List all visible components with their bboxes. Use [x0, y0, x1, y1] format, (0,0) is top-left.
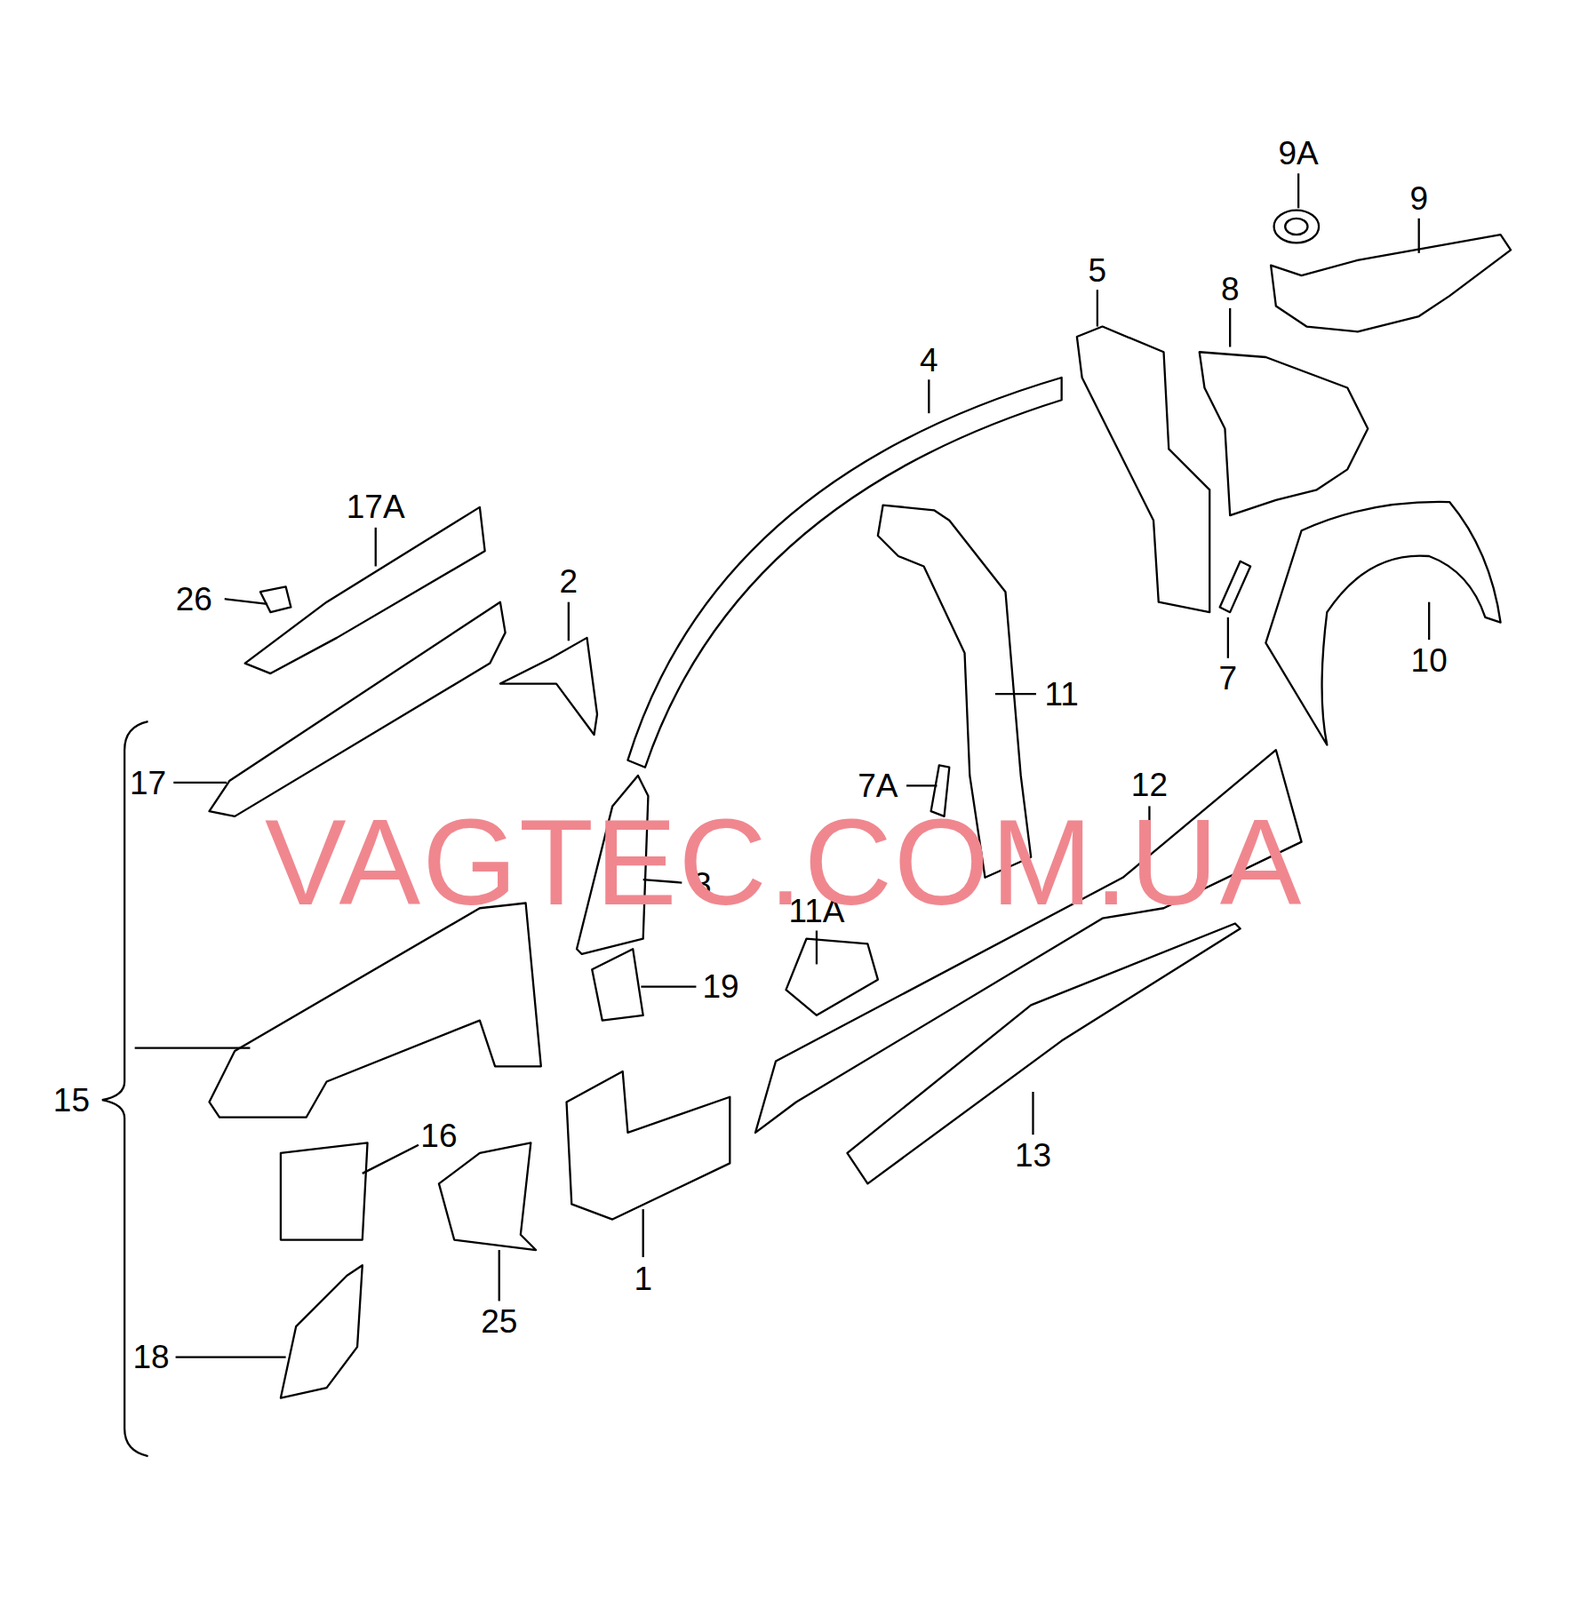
callout-number: 7A: [857, 769, 898, 803]
callout-number: 10: [1411, 644, 1448, 678]
callout-number: 4: [919, 343, 939, 377]
callout-number: 5: [1088, 254, 1108, 288]
callout-number: 25: [480, 1305, 518, 1339]
callout-number: 19: [702, 970, 739, 1004]
callout-number: 1: [633, 1262, 653, 1296]
callout-number: 9A: [1278, 136, 1319, 170]
callout-number: 17A: [346, 490, 406, 524]
callout-number: 26: [175, 582, 213, 616]
callout-number: 15: [53, 1084, 90, 1118]
callout-number: 12: [1131, 768, 1168, 802]
callout-number: 18: [132, 1340, 169, 1374]
callout-number: 11: [1044, 678, 1078, 711]
callout-number: 13: [1014, 1139, 1052, 1173]
callout-number: 9: [1409, 182, 1429, 216]
callout-number: 8: [1220, 272, 1240, 306]
watermark: VAGTEC.COM.UA: [264, 801, 1303, 924]
callout-number: 17: [129, 766, 167, 800]
callout-number: 7: [1219, 662, 1238, 695]
callout-number: 2: [559, 565, 579, 599]
callout-number: 16: [420, 1119, 457, 1153]
